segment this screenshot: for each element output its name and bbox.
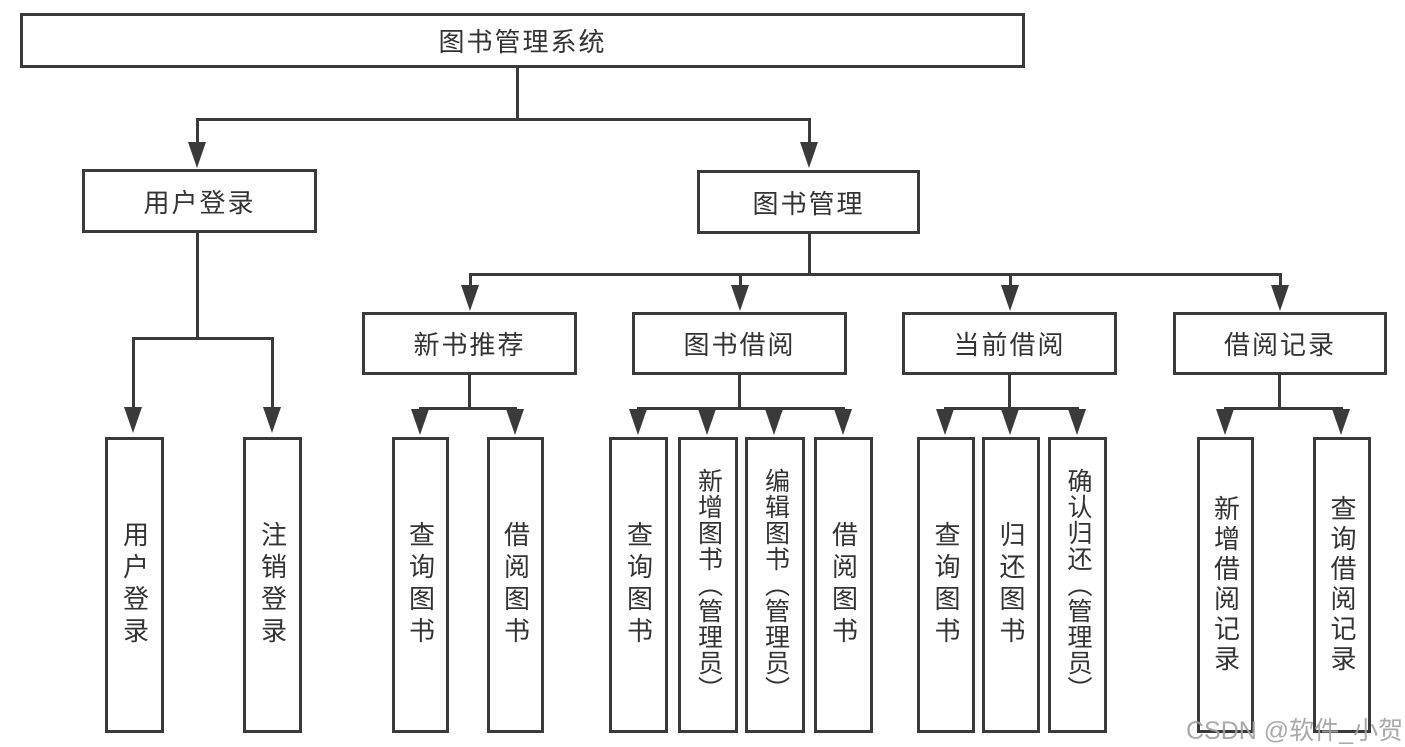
- node-borrow-records: 借阅记录: [1173, 312, 1387, 375]
- connector-line: [468, 374, 471, 407]
- leaf-current-return-book: 归还图书: [982, 437, 1040, 733]
- leaf-current-query-book: 查询图书: [917, 437, 975, 733]
- node-book-management: 图书管理: [697, 170, 920, 234]
- watermark: CSDN @软件_小贺同学: [1186, 717, 1405, 745]
- node-root-label: 图书管理系统: [438, 27, 607, 57]
- arrow-down-icon: [834, 409, 852, 435]
- node-book-management-label: 图书管理: [752, 188, 865, 219]
- leaf-logout-label: 注销登录: [257, 521, 288, 649]
- connector-line: [196, 233, 199, 337]
- arrow-down-icon: [731, 285, 749, 311]
- leaf-current-query-book-label: 查询图书: [931, 521, 961, 649]
- arrow-down-icon: [698, 409, 716, 435]
- leaf-borrow-add-book-admin-label: 新增图书（管理员）: [694, 468, 723, 702]
- leaf-records-query-record-label: 查询借阅记录: [1327, 495, 1357, 675]
- leaf-borrow-borrow-book-label: 借阅图书: [828, 521, 859, 649]
- node-borrow-records-label: 借阅记录: [1223, 330, 1336, 360]
- connector-line: [738, 374, 741, 407]
- leaf-borrow-add-book-admin: 新增图书（管理员）: [678, 437, 738, 733]
- arrow-down-icon: [936, 409, 954, 435]
- connector-line: [1279, 273, 1282, 287]
- leaf-recommend-borrow-book: 借阅图书: [487, 437, 544, 733]
- arrow-down-icon: [461, 285, 479, 311]
- connector-line: [271, 337, 274, 409]
- node-current-borrow: 当前借阅: [902, 312, 1117, 375]
- arrow-down-icon: [629, 409, 647, 435]
- leaf-recommend-query-book-label: 查询图书: [405, 521, 436, 649]
- arrow-down-icon: [1271, 285, 1289, 311]
- node-new-book-recommend-label: 新书推荐: [413, 330, 526, 360]
- leaf-current-confirm-return-admin-label: 确认归还（管理员）: [1064, 468, 1092, 702]
- arrow-down-icon: [1216, 409, 1234, 435]
- node-user-login-label: 用户登录: [143, 187, 256, 218]
- arrow-down-icon: [765, 409, 783, 435]
- arrow-down-icon: [411, 409, 429, 435]
- connector-line: [419, 407, 517, 410]
- leaf-records-query-record: 查询借阅记录: [1313, 437, 1371, 733]
- connector-line: [944, 407, 1079, 410]
- arrow-down-icon: [188, 142, 206, 168]
- node-root: 图书管理系统: [20, 13, 1025, 68]
- leaf-recommend-query-book: 查询图书: [392, 437, 449, 733]
- arrow-down-icon: [1001, 409, 1019, 435]
- leaf-records-add-record-label: 新增借阅记录: [1210, 495, 1241, 675]
- leaf-recommend-borrow-book-label: 借阅图书: [500, 521, 531, 649]
- connector-line: [808, 234, 811, 273]
- arrow-down-icon: [506, 409, 524, 435]
- connector-line: [132, 337, 273, 340]
- connector-line: [637, 407, 845, 410]
- arrow-down-icon: [800, 142, 818, 168]
- leaf-login: 用户登录: [105, 437, 164, 733]
- arrow-down-icon: [124, 407, 142, 433]
- connector-line: [1224, 407, 1343, 410]
- leaf-borrow-edit-book-admin-label: 编辑图书（管理员）: [761, 468, 790, 702]
- arrow-down-icon: [1001, 285, 1019, 311]
- leaf-borrow-query-book-label: 查询图书: [623, 521, 654, 649]
- connector-line: [196, 118, 811, 121]
- arrow-down-icon: [263, 407, 281, 433]
- connector-line: [808, 118, 811, 144]
- connector-line: [1008, 374, 1011, 407]
- leaf-login-label: 用户登录: [119, 521, 150, 649]
- connector-line: [469, 273, 1281, 276]
- connector-line: [1278, 374, 1281, 407]
- connector-line: [196, 118, 199, 144]
- arrow-down-icon: [1332, 409, 1350, 435]
- node-current-borrow-label: 当前借阅: [953, 330, 1066, 360]
- leaf-current-confirm-return-admin: 确认归还（管理员）: [1048, 437, 1107, 733]
- leaf-borrow-edit-book-admin: 编辑图书（管理员）: [745, 437, 805, 733]
- leaf-borrow-borrow-book: 借阅图书: [814, 437, 873, 733]
- node-book-borrow-label: 图书借阅: [683, 330, 796, 360]
- connector-line: [469, 273, 472, 287]
- connector-line: [1009, 273, 1012, 287]
- arrow-down-icon: [1068, 409, 1086, 435]
- leaf-borrow-query-book: 查询图书: [609, 437, 668, 733]
- node-book-borrow: 图书借阅: [632, 312, 847, 375]
- connector-line: [739, 273, 742, 287]
- node-new-book-recommend: 新书推荐: [362, 312, 577, 375]
- leaf-current-return-book-label: 归还图书: [996, 521, 1026, 649]
- connector-line: [516, 67, 519, 118]
- leaf-logout: 注销登录: [243, 437, 302, 733]
- leaf-records-add-record: 新增借阅记录: [1197, 437, 1254, 733]
- connector-line: [132, 337, 135, 409]
- node-user-login: 用户登录: [82, 169, 317, 233]
